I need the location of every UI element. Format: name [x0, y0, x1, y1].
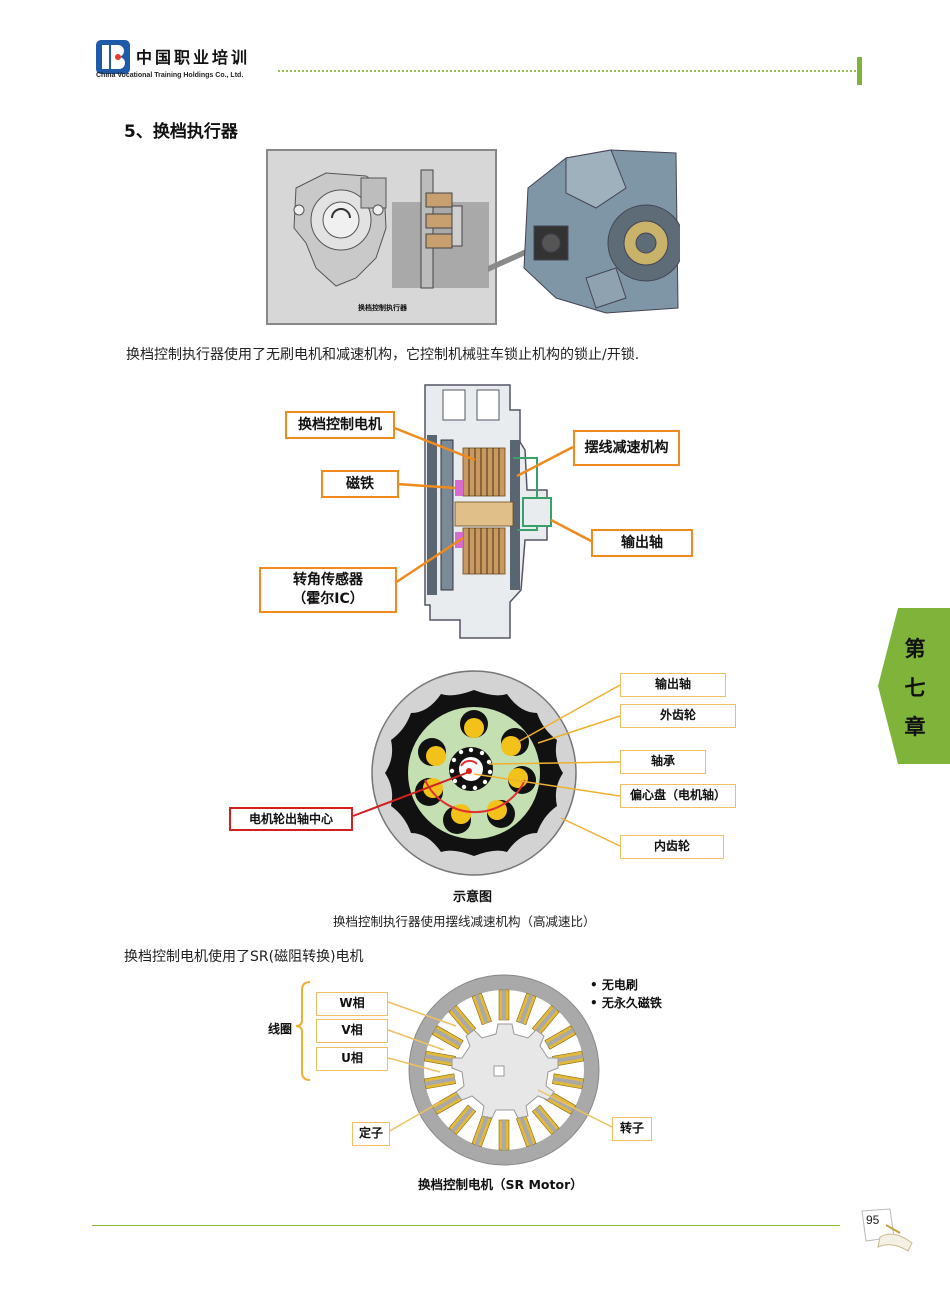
page-number: 95	[866, 1213, 880, 1227]
label-phase-w: W相	[316, 992, 388, 1016]
label-inner-gear: 内齿轮	[620, 835, 724, 859]
stator-tooth	[471, 992, 492, 1026]
feature-no-magnet-text: 无永久磁铁	[601, 996, 662, 1010]
stator-tooth	[423, 1050, 456, 1067]
stator-tooth	[544, 1025, 577, 1050]
stator-tooth	[498, 989, 510, 1021]
label-phase-v: V相	[316, 1019, 388, 1043]
stator-tooth	[531, 1005, 560, 1036]
stator-tooth	[516, 992, 537, 1026]
stator-tooth	[471, 1114, 492, 1148]
header-accent-bar	[857, 57, 862, 85]
actuator-inner-label: 换档控制执行器	[358, 304, 407, 312]
book-icon	[860, 1207, 916, 1255]
paragraph-actuator-description: 换档控制执行器使用了无刷电机和减速机构，它控制机械驻车锁止机构的锁止/开锁.	[126, 347, 640, 363]
logo-english-name: China Vocational Training Holdings Co., …	[96, 72, 244, 79]
feature-brushless-text: 无电刷	[601, 978, 638, 992]
paragraph-sr-motor: 换档控制电机使用了SR(磁阻转换)电机	[124, 949, 364, 965]
actuator-illustration	[266, 149, 685, 325]
caption-cycloid-reducer: 换档控制执行器使用摆线减速机构（高减速比）	[333, 914, 596, 929]
logo-mark-icon	[96, 40, 130, 74]
stator-tooth	[552, 1073, 585, 1090]
figure-cycloid-schematic: 输出轴 外齿轮 轴承 偏心盘（电机轴） 内齿轮 电机轮出轴中心 示意图	[225, 668, 745, 908]
stator-tooth	[531, 1104, 560, 1135]
cycloid-illustration	[352, 670, 621, 876]
figure-sr-motor: 线圈 W相 V相 U相 定子 转子 • 无电刷 • 无永久磁铁 换档控制电机（S…	[260, 972, 700, 1192]
cross-section-illustration	[391, 384, 594, 639]
chapter-char-3: 章	[904, 715, 926, 739]
header-dotted-rule	[278, 70, 856, 72]
coil-label: 线圈	[268, 1022, 293, 1036]
chapter-char-1: 第	[904, 637, 926, 661]
label-motor-center: 电机轮出轴中心	[229, 807, 353, 831]
feature-no-permanent-magnet: • 无永久磁铁	[590, 996, 662, 1010]
label-rotation-sensor-line2: （霍尔IC）	[292, 591, 364, 607]
label-bearing: 轴承	[620, 750, 706, 774]
label-cycloid-output-shaft: 输出轴	[620, 673, 726, 697]
stator-tooth	[448, 1104, 477, 1135]
figure-actuator-photo: 换档控制执行器	[266, 148, 685, 326]
stator-tooth	[498, 1119, 510, 1151]
figure-actuator-cross-section: 换档控制电机 磁铁 转角传感器 （霍尔IC） 摆线减速机构 输出轴	[255, 380, 700, 650]
chapter-tab-shape	[878, 608, 950, 764]
label-phase-u: U相	[316, 1047, 388, 1071]
chapter-tab: 第 七 章	[878, 608, 950, 764]
label-outer-gear: 外齿轮	[620, 704, 736, 728]
footer-rule	[92, 1225, 840, 1226]
stator-tooth	[423, 1073, 456, 1090]
label-rotation-sensor: 转角传感器 （霍尔IC）	[259, 567, 397, 613]
label-cycloid-reducer: 摆线减速机构	[573, 430, 680, 466]
label-stator: 定子	[352, 1122, 390, 1146]
company-logo: 中国职业培训 China Vocational Training Holding…	[96, 40, 271, 84]
stator-tooth	[431, 1025, 464, 1050]
stator-tooth	[448, 1005, 477, 1036]
sr-motor-title: 换档控制电机（SR Motor）	[418, 1177, 583, 1192]
stator-tooth	[431, 1090, 464, 1115]
feature-brushless: • 无电刷	[590, 978, 638, 992]
stator-teeth	[423, 989, 585, 1151]
label-eccentric-disc: 偏心盘（电机轴）	[620, 784, 736, 808]
schematic-title: 示意图	[453, 890, 493, 905]
label-magnet: 磁铁	[321, 470, 399, 498]
sr-motor-illustration	[295, 974, 615, 1166]
label-shift-control-motor: 换档控制电机	[285, 411, 395, 439]
label-output-shaft: 输出轴	[591, 529, 693, 557]
section-title: 5、换档执行器	[124, 122, 238, 142]
label-rotor: 转子	[612, 1117, 652, 1141]
chapter-char-2: 七	[904, 676, 926, 700]
label-rotation-sensor-line1: 转角传感器	[293, 572, 363, 588]
logo-chinese-name: 中国职业培训	[136, 48, 251, 67]
